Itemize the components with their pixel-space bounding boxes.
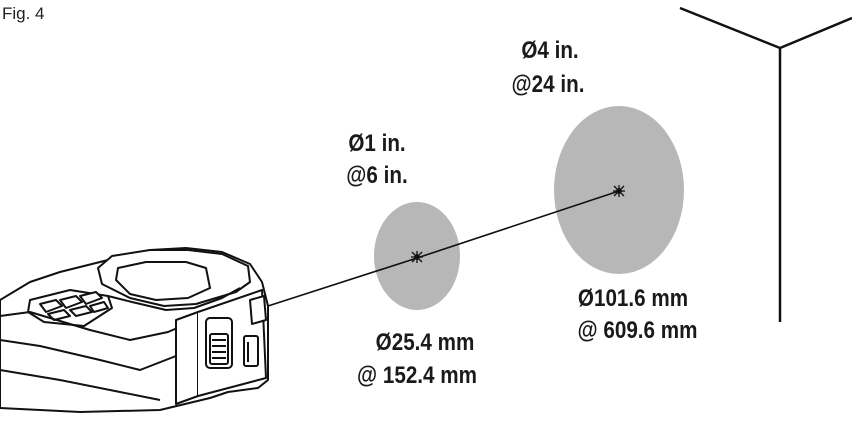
- spot-large-imperial-diameter: Ø4 in.: [521, 37, 579, 64]
- figure-label: Fig. 4: [2, 4, 45, 23]
- spot-small-metric-diameter: Ø25.4 mm: [375, 329, 475, 356]
- wall-corner: [679, 6, 852, 322]
- laser-point-small: [411, 251, 423, 263]
- laser-measure-device: [0, 247, 269, 413]
- spot-small-imperial-diameter: Ø1 in.: [348, 130, 406, 157]
- spot-small-metric-distance: @ 152.4 mm: [357, 362, 477, 389]
- spot-large-metric-distance: @ 609.6 mm: [577, 317, 698, 344]
- spot-small-imperial-distance: @6 in.: [346, 162, 408, 189]
- spot-large-metric-diameter: Ø101.6 mm: [577, 285, 689, 312]
- laser-point-large: [613, 185, 625, 197]
- laser-beam: [267, 190, 620, 307]
- spot-large-imperial-distance: @24 in.: [511, 71, 585, 98]
